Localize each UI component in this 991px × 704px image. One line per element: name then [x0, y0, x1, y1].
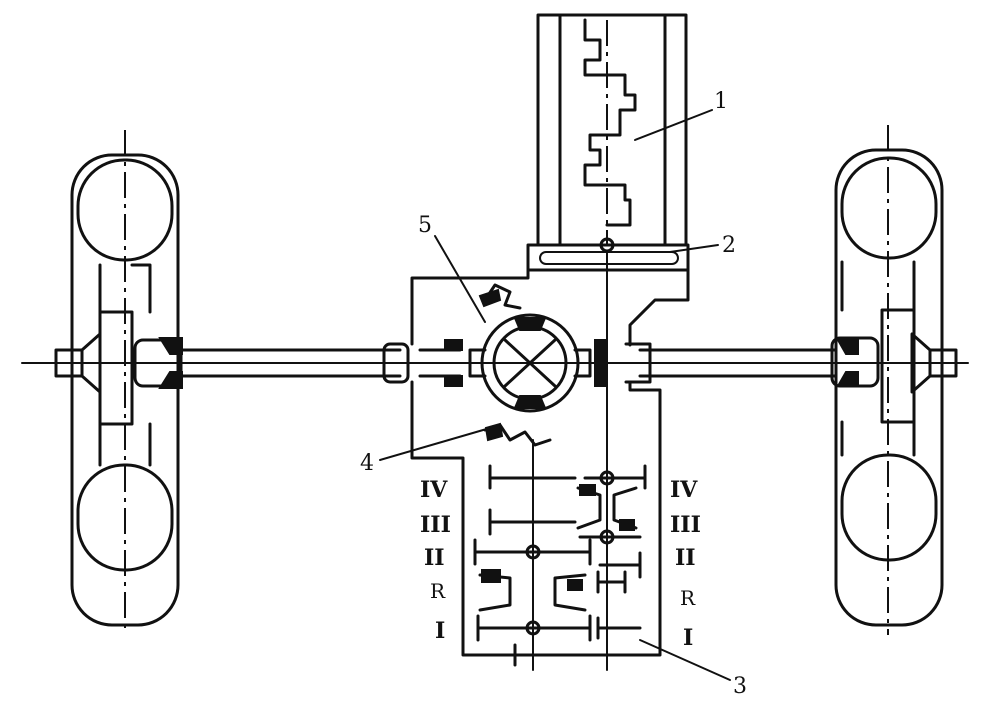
callout-4: 4: [360, 451, 374, 476]
right-hub: [624, 332, 958, 394]
final-drive-gear: [478, 283, 552, 447]
differential: [418, 313, 606, 413]
gear-label-right-i: I: [683, 625, 693, 651]
gear-label-left-iv: IV: [420, 477, 448, 503]
gear-label-right-r: R: [680, 586, 696, 610]
transaxle-housing: [410, 268, 690, 657]
right-wheel: [834, 125, 944, 635]
gear-label-right-iii: III: [670, 512, 701, 538]
callout-5: 5: [418, 213, 432, 238]
callout-2: 2: [722, 233, 736, 258]
left-hub: [54, 332, 410, 394]
gear-label-left-iii: III: [420, 512, 451, 538]
engine-block: [536, 13, 688, 247]
gear-label-right-iv: IV: [670, 477, 698, 503]
gear-label-left-r: R: [430, 579, 446, 603]
callout-1: 1: [714, 89, 728, 114]
gear-label-left-ii: II: [424, 545, 445, 571]
gear-label-right-ii: II: [675, 545, 696, 571]
gear-label-left-i: I: [435, 618, 445, 644]
gear-train: [473, 439, 647, 671]
callout-3: 3: [733, 674, 747, 699]
callout-leaders: [379, 109, 731, 681]
left-wheel: [70, 130, 180, 630]
flywheel-housing: [526, 237, 690, 671]
